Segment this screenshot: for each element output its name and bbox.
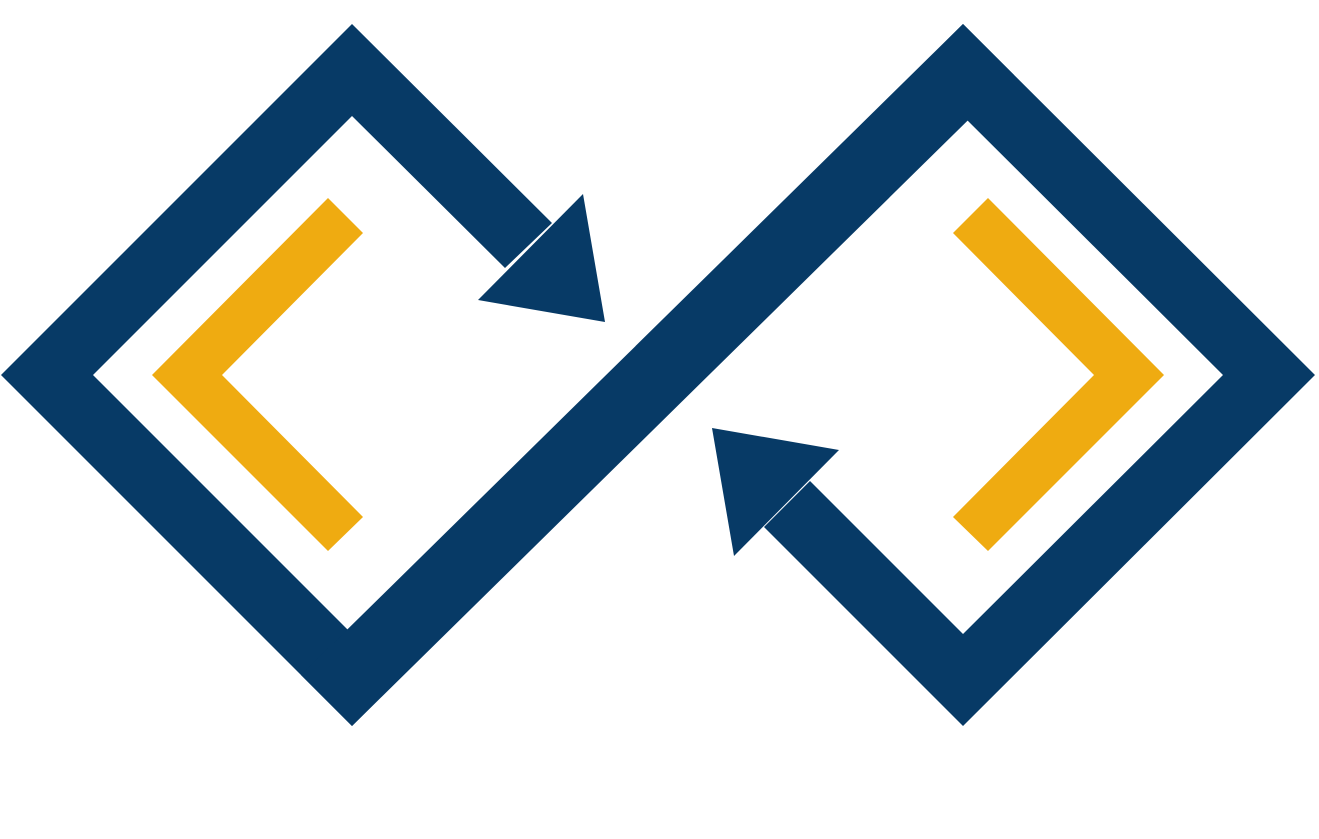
left-angle-bracket (152, 198, 363, 551)
right-angle-bracket (953, 198, 1164, 551)
right-arrow-head (712, 428, 839, 556)
left-diamond-ring (1, 24, 1014, 726)
left-arrow-head (478, 194, 605, 322)
left-loop (1, 24, 1014, 726)
right-diamond-ring (301, 24, 1315, 726)
right-loop (301, 24, 1315, 726)
